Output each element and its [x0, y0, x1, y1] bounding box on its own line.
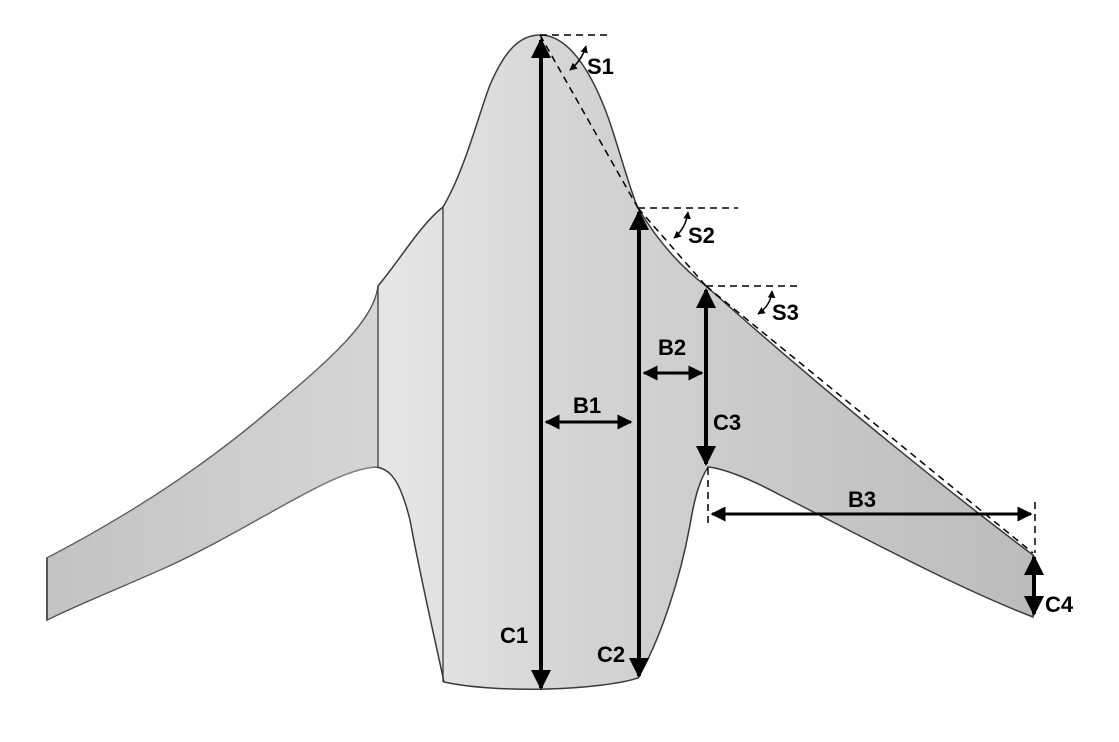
sweep-angle-arcs	[569, 45, 776, 315]
label-c1: C1	[500, 623, 528, 648]
s1-arc	[569, 45, 588, 71]
label-b3: B3	[848, 487, 876, 512]
s2-arc	[673, 211, 691, 239]
label-c3: C3	[713, 410, 741, 435]
s3-arc	[757, 290, 776, 315]
label-s3: S3	[772, 300, 799, 325]
label-s2: S2	[688, 223, 715, 248]
s2-sweep-line	[637, 207, 707, 287]
left-wing-shade	[47, 286, 378, 620]
label-b1: B1	[573, 393, 601, 418]
label-c4: C4	[1045, 592, 1074, 617]
s1-sweep-line	[539, 34, 639, 209]
label-b2: B2	[658, 335, 686, 360]
dimension-labels: S1 S2 S3 B1 B2 B3 C1 C2 C3 C4	[500, 54, 1074, 667]
dimension-arrows	[531, 38, 1044, 690]
label-c2: C2	[597, 642, 625, 667]
label-s1: S1	[587, 54, 614, 79]
